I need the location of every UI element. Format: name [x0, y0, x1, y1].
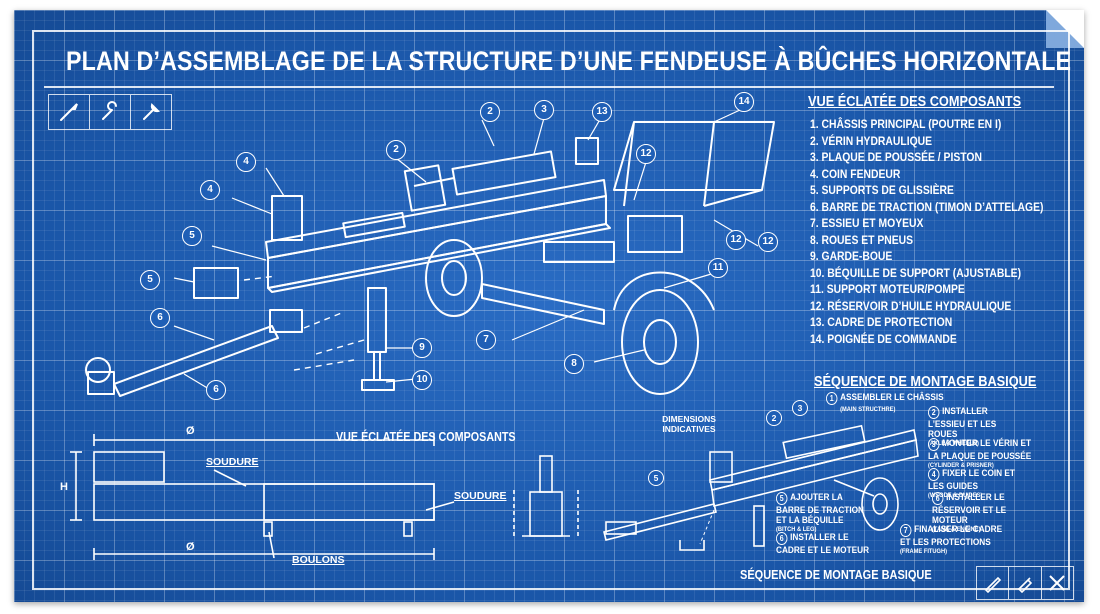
callout-number: 2	[480, 102, 500, 122]
legend-item: 10. BÉQUILLE DE SUPPORT (AJUSTABLE)	[810, 265, 1022, 280]
height-symbol: H	[60, 481, 68, 493]
page-curl	[1046, 10, 1084, 48]
callout-number: 12	[726, 230, 746, 250]
callout-number: 14	[734, 92, 754, 112]
legend-item: 7. ESSIEU ET MOYEUX	[810, 216, 924, 230]
callout-number: 4	[200, 180, 220, 200]
sequence-drawing	[603, 424, 919, 551]
page-title: PLAN D’ASSEMBLAGE DE LA STRUCTURE D’UNE …	[66, 46, 1072, 76]
legend-item: 1. CHÂSSIS PRINCIPAL (POUTRE EN I)	[810, 117, 1002, 131]
splitting-wedge	[271, 195, 303, 241]
weld-label-top: SOUDURE	[206, 456, 259, 468]
callout-number: 13	[592, 102, 612, 122]
legend-list: 1. CHÂSSIS PRINCIPAL (POUTRE EN I) 2. VÉ…	[800, 116, 1050, 347]
title-divider	[44, 86, 1054, 88]
main-exploded-drawing	[85, 109, 775, 397]
component-legend: VUE ÉCLATÉE DES COMPOSANTS 1. CHÂSSIS PR…	[800, 94, 1050, 347]
hydraulic-cylinder	[451, 150, 557, 196]
engine-mount	[543, 241, 615, 263]
callout-number: 8	[564, 354, 584, 374]
callout-number: 4	[236, 152, 256, 172]
legend-item: 5. SUPPORTS DE GLISSIÈRE	[810, 183, 954, 197]
legend-item: 14. POIGNÉE DE COMMANDE	[810, 331, 957, 346]
engine-frame	[613, 121, 775, 207]
callout-number: 6	[150, 308, 170, 328]
control-handle	[575, 137, 599, 165]
spanner-icon	[131, 95, 171, 129]
marker-icon	[1009, 567, 1042, 599]
bolts-label: BOULONS	[292, 554, 345, 566]
fender	[613, 271, 715, 311]
sequence-footer: SÉQUENCE DE MONTAGE BASIQUE	[740, 568, 932, 582]
bottom-tool-icon-box	[976, 566, 1074, 600]
legend-item: 9. GARDE-BOUE	[810, 249, 893, 263]
tow-bar	[113, 325, 279, 397]
crossed-tools-icon	[1042, 567, 1073, 599]
blueprint-sheet: PLAN D’ASSEMBLAGE DE LA STRUCTURE D’UNE …	[14, 10, 1084, 602]
callout-number: 2	[386, 140, 406, 160]
callout-number: 9	[412, 338, 432, 358]
blueprint-border	[32, 30, 1070, 590]
slide-support	[193, 267, 239, 299]
diameter-top: Ø	[186, 425, 195, 437]
wrench-icon	[90, 95, 131, 129]
legend-item: 13. CADRE DE PROTECTION	[810, 315, 953, 329]
oil-tank	[627, 215, 683, 253]
legend-item: 6. BARRE DE TRACTION (TIMON D’ATTELAGE)	[810, 199, 1044, 214]
callout-number: 10	[412, 370, 432, 390]
detail-drawing: Ø Ø H	[60, 425, 579, 560]
dimensions-note: DIMENSIONS INDICATIVES	[662, 414, 716, 434]
tool-icon-box	[48, 94, 172, 130]
legend-item: 12. RÉSERVOIR D’HUILE HYDRAULIQUE	[810, 298, 1012, 313]
inner-wheel	[425, 239, 483, 317]
callout-number: 6	[206, 380, 226, 400]
callout-number: 5	[182, 226, 202, 246]
screwdriver-icon	[49, 95, 90, 129]
legend-item: 2. VÉRIN HYDRAULIQUE	[810, 133, 933, 148]
callout-number: 3	[534, 100, 554, 120]
mini-callout-number: 5	[648, 470, 664, 486]
legend-item: 11. SUPPORT MOTEUR/POMPE	[810, 282, 965, 296]
weld-label-right: SOUDURE	[454, 490, 507, 502]
pencil-icon	[977, 567, 1010, 599]
legend-heading: VUE ÉCLATÉE DES COMPOSANTS	[808, 94, 1022, 110]
legend-item: 3. PLAQUE DE POUSSÉE / PISTON	[810, 150, 982, 164]
mini-callout-number: 3	[792, 400, 808, 416]
callout-number: 12	[636, 144, 656, 164]
callout-number: 5	[140, 270, 160, 290]
callout-number: 12	[758, 232, 778, 252]
legend-item: 8. ROUES ET PNEUS	[810, 232, 914, 247]
callout-number: 7	[476, 330, 496, 350]
outer-wheel	[621, 289, 699, 395]
mini-callout-number: 2	[766, 410, 782, 426]
legend-item: 4. COIN FENDEUR	[810, 166, 901, 181]
sequence-heading: SÉQUENCE DE MONTAGE BASIQUE	[814, 374, 1037, 390]
diameter-bottom: Ø	[186, 541, 195, 553]
axle	[481, 283, 605, 325]
callout-number: 11	[708, 258, 728, 278]
